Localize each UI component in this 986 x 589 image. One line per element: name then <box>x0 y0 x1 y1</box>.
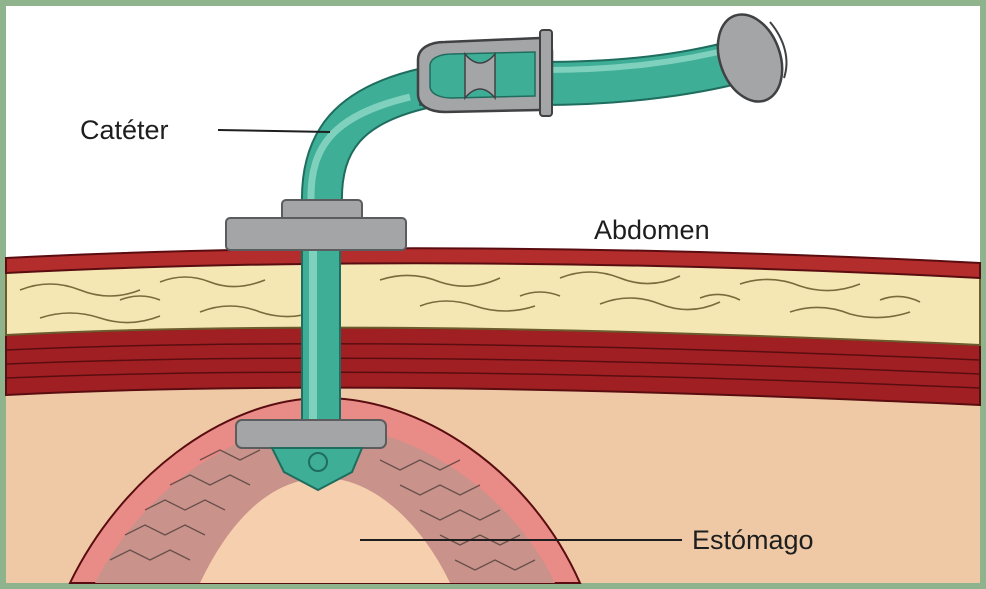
stomach-label: Estómago <box>692 525 814 555</box>
catheter-shaft-highlight <box>309 240 317 435</box>
external-bumper <box>226 218 406 250</box>
abdomen-label: Abdomen <box>594 215 710 245</box>
internal-bumper <box>236 420 386 448</box>
catheter-label: Catéter <box>80 115 169 145</box>
tube-clamp <box>418 30 552 116</box>
catheter-shaft <box>302 238 340 438</box>
